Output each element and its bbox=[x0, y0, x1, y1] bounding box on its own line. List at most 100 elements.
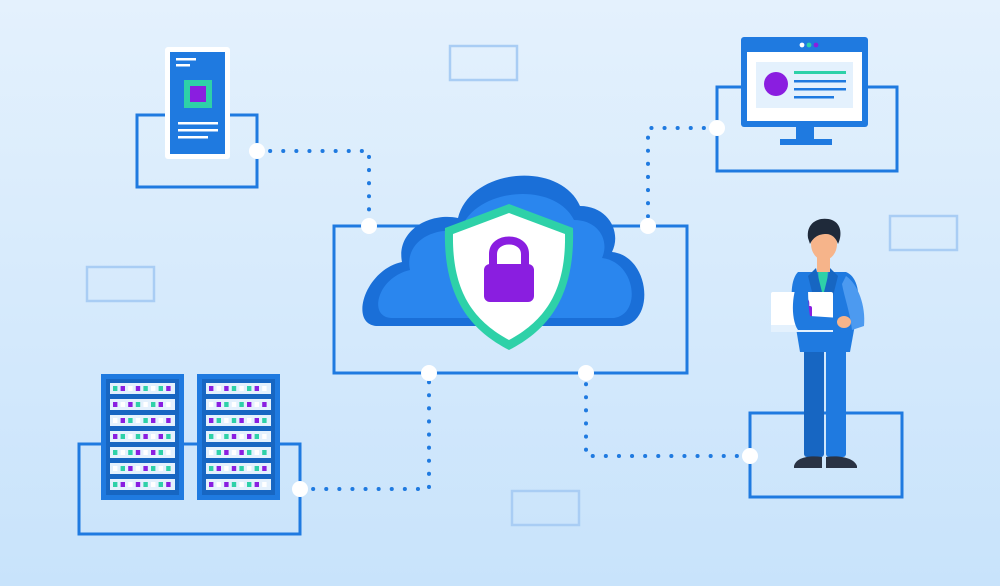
server-led bbox=[239, 386, 244, 391]
server-led bbox=[262, 466, 267, 471]
server-led bbox=[166, 418, 171, 423]
server-led bbox=[254, 466, 259, 471]
server-led bbox=[231, 450, 237, 455]
server-led bbox=[158, 450, 163, 455]
server-led bbox=[216, 450, 221, 455]
mobile-device-icon bbox=[165, 47, 230, 159]
server-led bbox=[135, 434, 141, 439]
server-unit bbox=[206, 447, 271, 458]
server-unit bbox=[110, 463, 175, 474]
server-led bbox=[128, 386, 133, 391]
server-led bbox=[143, 434, 148, 439]
server-unit bbox=[206, 415, 271, 426]
server-unit bbox=[110, 399, 175, 410]
server-led bbox=[158, 466, 163, 471]
server-led bbox=[224, 418, 229, 423]
server-unit bbox=[206, 463, 271, 474]
server-led bbox=[151, 482, 156, 487]
decor-frame-bottom bbox=[510, 489, 581, 527]
server-led bbox=[113, 434, 118, 439]
server-led bbox=[231, 402, 237, 407]
server-led bbox=[247, 386, 252, 391]
server-led bbox=[128, 482, 133, 487]
server-led bbox=[143, 450, 148, 455]
server-led bbox=[254, 402, 259, 407]
server-led bbox=[158, 402, 163, 407]
server-led bbox=[239, 466, 244, 471]
server-led bbox=[247, 402, 252, 407]
connectors bbox=[255, 126, 752, 491]
server-led bbox=[113, 466, 118, 471]
person-with-laptop-icon bbox=[771, 218, 865, 468]
server-led bbox=[166, 466, 171, 471]
person-node bbox=[742, 448, 758, 464]
server-led bbox=[216, 434, 221, 439]
server-led bbox=[113, 402, 118, 407]
server-led bbox=[209, 482, 214, 487]
decor-frame-right bbox=[888, 214, 959, 252]
server-led bbox=[254, 386, 259, 391]
server-led bbox=[262, 386, 267, 391]
server-led bbox=[224, 434, 229, 439]
server-led bbox=[262, 482, 267, 487]
decorative-frames bbox=[85, 44, 959, 527]
server-led bbox=[158, 418, 163, 423]
cloud-node-bottom-right bbox=[578, 365, 594, 381]
server-led bbox=[166, 402, 171, 407]
server-led bbox=[247, 466, 252, 471]
server-led bbox=[239, 402, 244, 407]
server-led bbox=[135, 418, 141, 423]
server-led bbox=[120, 466, 125, 471]
server-led bbox=[143, 466, 148, 471]
decor-frame-top bbox=[448, 44, 519, 82]
server-led bbox=[135, 450, 141, 455]
server-led bbox=[216, 402, 221, 407]
decor-frame-left bbox=[85, 265, 156, 303]
server-led bbox=[158, 386, 163, 391]
server-led bbox=[209, 386, 214, 391]
server-led bbox=[113, 418, 118, 423]
server-led bbox=[262, 402, 267, 407]
server-led bbox=[209, 402, 214, 407]
server-led bbox=[120, 386, 125, 391]
server-led bbox=[151, 466, 156, 471]
monitor-node bbox=[709, 120, 725, 136]
servers-node bbox=[292, 481, 308, 497]
server-led bbox=[128, 402, 133, 407]
server-led bbox=[224, 386, 229, 391]
server-unit bbox=[206, 383, 271, 394]
server-led bbox=[128, 450, 133, 455]
cloud-node-top-right bbox=[640, 218, 656, 234]
server-led bbox=[239, 482, 244, 487]
server-led bbox=[158, 482, 163, 487]
server-led bbox=[166, 434, 171, 439]
server-led bbox=[216, 466, 221, 471]
server-led bbox=[166, 386, 171, 391]
server-unit bbox=[110, 447, 175, 458]
server-led bbox=[128, 466, 133, 471]
server-led bbox=[254, 482, 259, 487]
server-led bbox=[143, 386, 148, 391]
server-led bbox=[143, 482, 148, 487]
server-led bbox=[224, 450, 229, 455]
server-led bbox=[120, 418, 125, 423]
server-led bbox=[231, 434, 237, 439]
server-led bbox=[239, 418, 244, 423]
server-led bbox=[166, 482, 171, 487]
server-led bbox=[247, 418, 252, 423]
connector-mobile-cloud bbox=[255, 149, 371, 228]
server-rack-icon bbox=[101, 374, 280, 500]
server-led bbox=[262, 450, 267, 455]
server-led bbox=[135, 386, 141, 391]
cloud-node-top-left bbox=[361, 218, 377, 234]
server-led bbox=[216, 482, 221, 487]
server-led bbox=[135, 402, 141, 407]
server-led bbox=[216, 386, 221, 391]
server-unit bbox=[206, 399, 271, 410]
server-led bbox=[247, 450, 252, 455]
server-led bbox=[120, 402, 125, 407]
server-led bbox=[262, 418, 267, 423]
server-unit bbox=[110, 431, 175, 442]
server-led bbox=[151, 418, 156, 423]
